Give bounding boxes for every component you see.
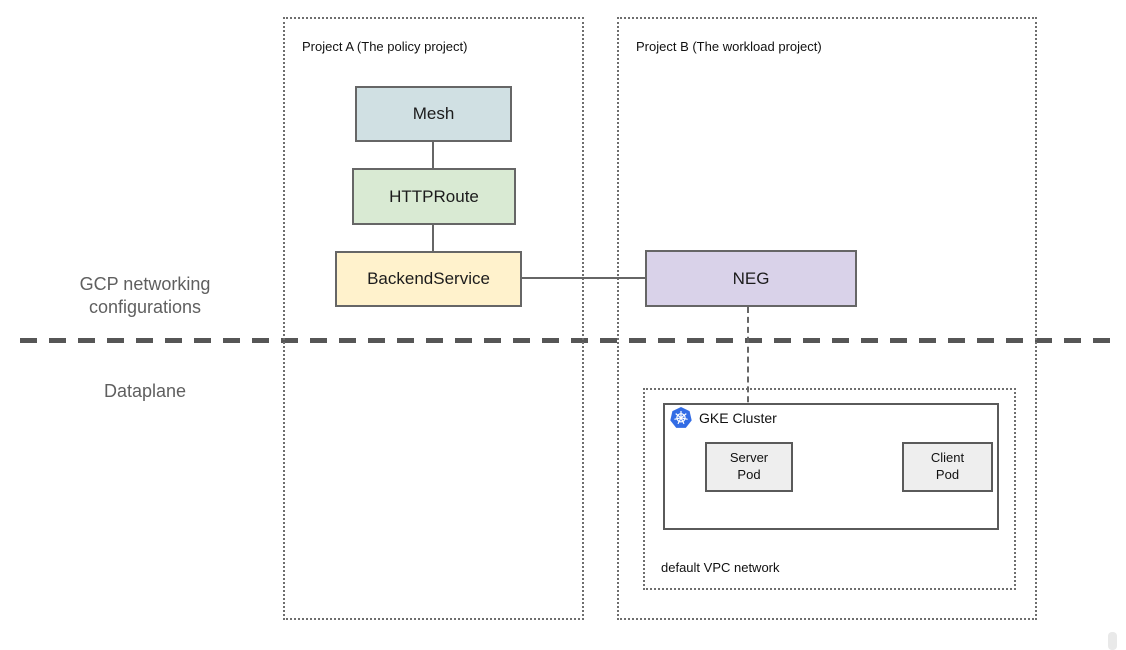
gke-cluster-header: GKE Cluster: [669, 406, 777, 430]
connector-neg-serverpod-dashed: [747, 307, 749, 442]
node-httproute-label: HTTPRoute: [389, 186, 479, 206]
vpc-network-label: default VPC network: [661, 560, 780, 575]
project-a-label: Project A (The policy project): [302, 39, 468, 54]
node-neg: NEG: [645, 250, 857, 307]
vpc-network-container: default VPC network: [643, 388, 1016, 590]
node-neg-label: NEG: [732, 268, 770, 288]
node-httproute: HTTPRoute: [352, 168, 516, 225]
node-backendservice: BackendService: [335, 251, 522, 307]
node-backendservice-label: BackendService: [367, 269, 490, 288]
client-pod-label: Client Pod: [930, 450, 965, 482]
project-b-container: Project B (The workload project): [617, 17, 1037, 620]
section-divider-dashed-line: [20, 338, 1120, 343]
connector-mesh-httproute: [432, 141, 434, 169]
kubernetes-icon: [669, 406, 693, 430]
label-dataplane: Dataplane: [103, 381, 187, 401]
server-pod-box: Server Pod: [705, 442, 793, 492]
gke-cluster-label: GKE Cluster: [699, 410, 777, 426]
node-mesh-label: Mesh: [412, 104, 455, 123]
node-mesh: Mesh: [355, 86, 512, 142]
label-gcp-networking-configurations: GCP networking configurations: [79, 274, 211, 318]
connector-httproute-backendservice: [432, 224, 434, 252]
project-a-container: Project A (The policy project): [283, 17, 584, 620]
server-pod-label: Server Pod: [729, 450, 769, 482]
connector-backendservice-neg: [522, 277, 645, 279]
project-b-label: Project B (The workload project): [636, 39, 822, 54]
client-pod-box: Client Pod: [902, 442, 993, 492]
scrollbar-thumb-fragment[interactable]: [1108, 632, 1117, 650]
